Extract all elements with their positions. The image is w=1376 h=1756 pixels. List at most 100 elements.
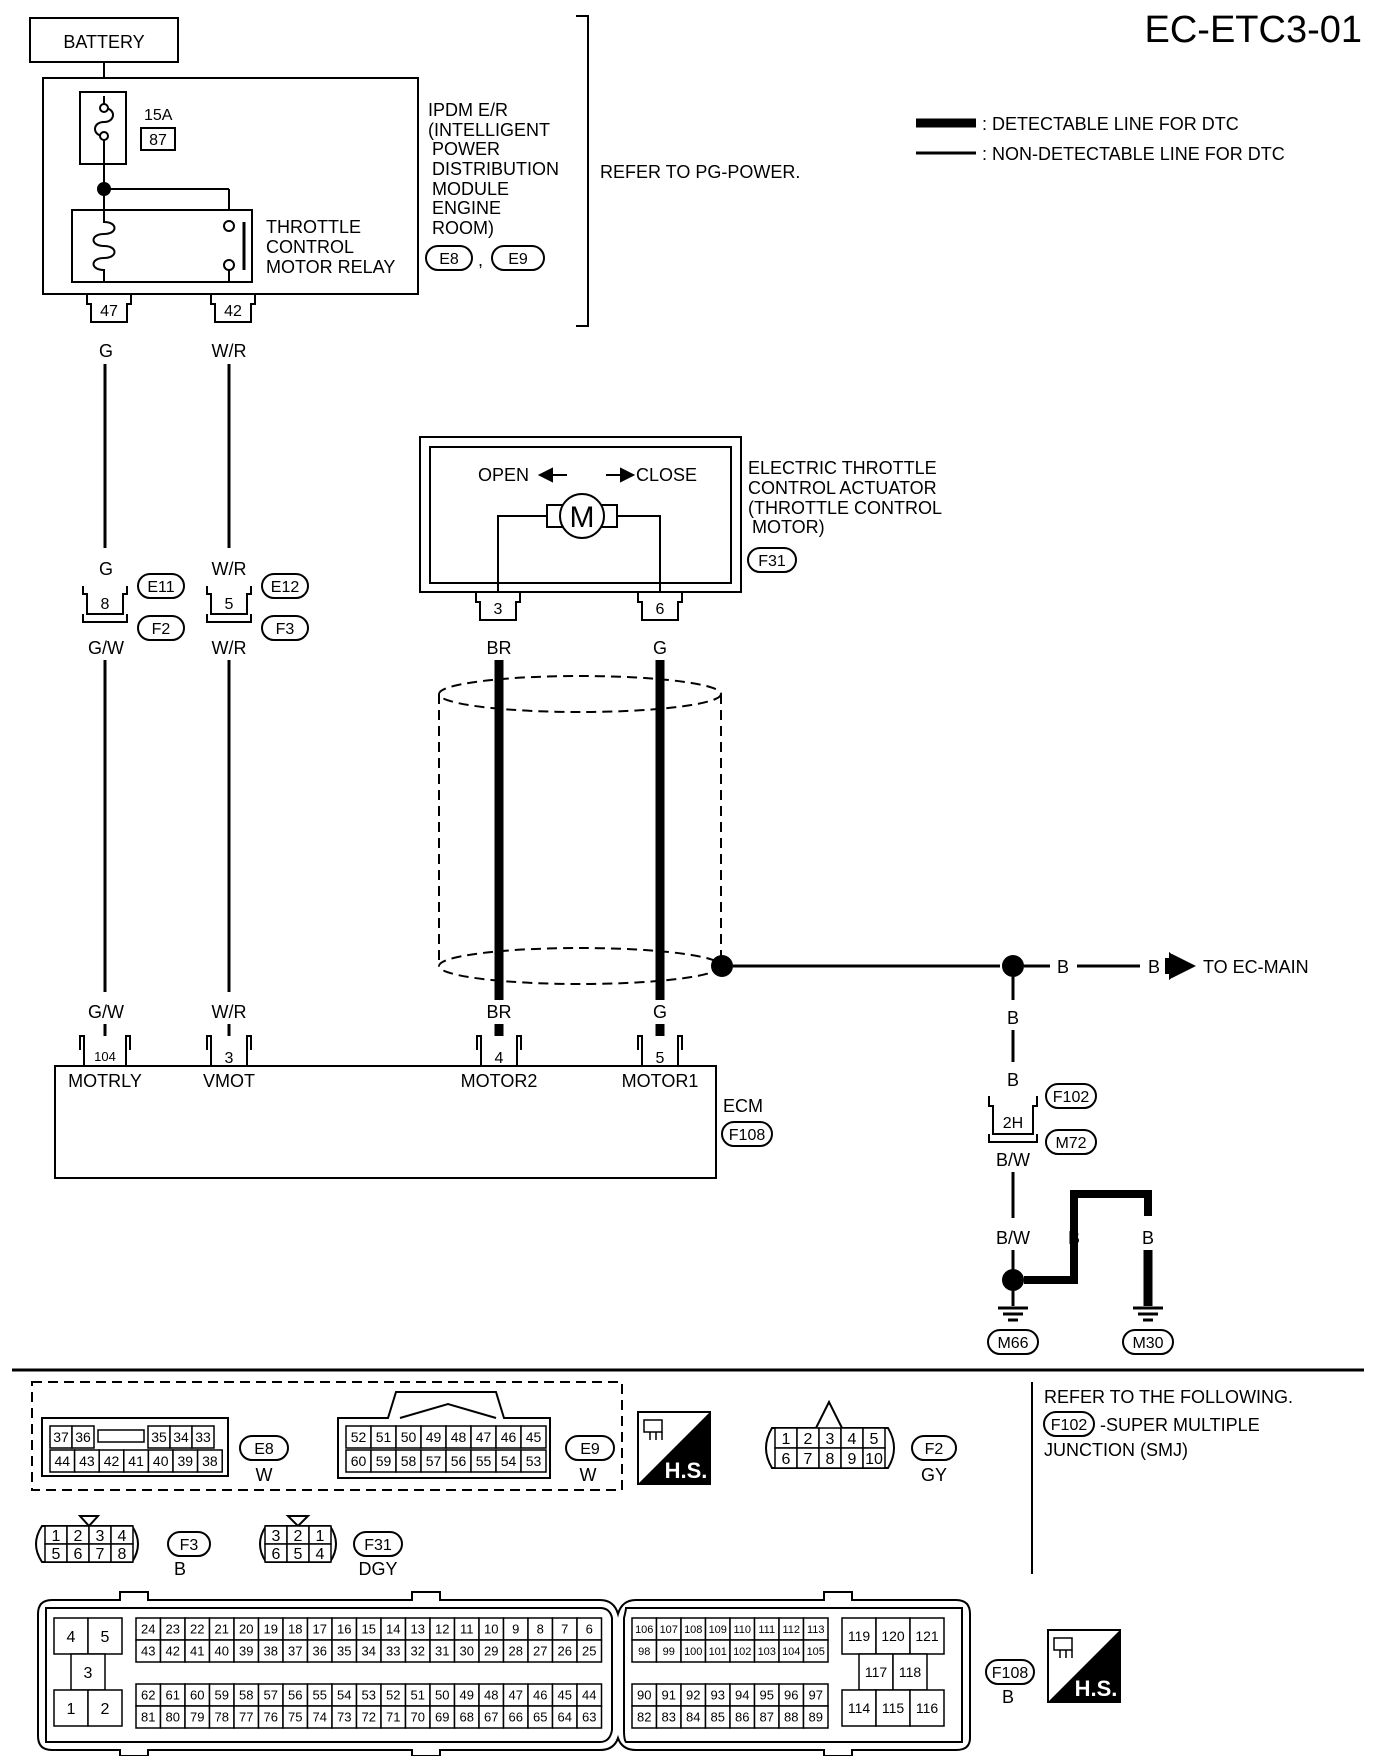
pin-number: 62 [141,1688,155,1703]
pin-number: 55 [476,1453,492,1469]
e9-color: W [580,1465,597,1485]
pin-cell [576,1705,603,1729]
smj-conn-f102: F102 [1053,1089,1090,1106]
pin-number: 7 [561,1622,568,1637]
pin-number: 45 [558,1688,572,1703]
pin-number: 78 [215,1710,229,1725]
actuator-pin-6: 6 [656,601,665,618]
pin-number: 111 [758,1624,775,1636]
pin-number: 48 [484,1688,498,1703]
pin-number: 63 [582,1710,596,1725]
pin-number: 36 [313,1644,327,1659]
pin-number: 10 [865,1451,883,1468]
pin-number: 116 [916,1700,939,1716]
wire-color-wr-mid: W/R [212,559,247,579]
wire-color-gw-bottom: G/W [88,1002,124,1022]
smj-pin-2h: 2H [1003,1115,1023,1132]
pin-number: 101 [709,1646,727,1658]
pin-number: 13 [411,1622,425,1637]
pin-number: 119 [848,1628,871,1644]
ipdm-label-6: ENGINE [432,198,501,218]
wire-color-g-top: G [99,341,113,361]
pin-number: 11 [460,1622,474,1637]
pin-number: 10 [484,1622,498,1637]
pin-number: 75 [288,1710,302,1725]
pin-number: 8 [537,1622,544,1637]
pin-number: 58 [239,1688,253,1703]
pin-number: 100 [684,1646,702,1658]
ground-m66: M66 [997,1335,1028,1352]
wire-color-bw-2: B/W [996,1228,1030,1248]
pin-number: 37 [288,1644,302,1659]
pin-number: 93 [711,1688,725,1703]
pin-number: 35 [151,1429,167,1445]
pin-number: 45 [526,1429,542,1445]
pin-number: 103 [758,1646,776,1658]
pin-number: 9 [512,1622,519,1637]
pin-number: 42 [166,1644,180,1659]
ground-m30: M30 [1132,1335,1163,1352]
pin-number: 2 [294,1528,303,1545]
shield-bottom [438,947,722,985]
pin-number: 46 [501,1429,517,1445]
ecm-pin-3: 3 [225,1050,234,1067]
pin-number: 1 [52,1528,61,1545]
pin-number: 85 [711,1710,725,1725]
wire-color-bw-1: B/W [996,1150,1030,1170]
ecm-pin-name-motor1: MOTOR1 [622,1071,699,1091]
pin-number: 88 [784,1710,798,1725]
ecm-box [54,1065,717,1179]
pin-number: 47 [509,1688,523,1703]
wire-color-br-bottom: BR [486,1002,511,1022]
pin-number: 105 [807,1646,825,1658]
pin-number: 41 [190,1644,204,1659]
pin-number: 4 [316,1546,325,1563]
pin-number: 31 [435,1644,449,1659]
pin-cell [87,1689,123,1727]
pin-number: 29 [484,1644,498,1659]
actuator-pin-3: 3 [494,601,503,618]
pin-number: 4 [118,1528,127,1545]
pin-number: 39 [178,1453,194,1469]
pin-cell [875,1689,911,1727]
e9-name: E9 [580,1441,600,1458]
ipdm-label-1: IPDM E/R [428,100,508,120]
actuator-conn-f31: F31 [758,553,786,570]
pin-number: 65 [533,1710,547,1725]
pin-number: 37 [53,1429,69,1445]
wire-color-b-5: B [1068,1228,1080,1248]
pin-number: 26 [558,1644,572,1659]
pin-number: 81 [141,1710,155,1725]
pin-number: 21 [215,1622,229,1637]
pin-number: 94 [735,1688,749,1703]
conn-f3: F3 [276,621,295,638]
refer-conn-f102: F102 [1051,1417,1088,1434]
wire-color-b-6: B [1142,1228,1154,1248]
wire-color-g-bottom: G [653,1002,667,1022]
pin-number: 27 [533,1644,547,1659]
f3-name: F3 [180,1537,199,1554]
pin-cell [841,1689,877,1727]
close-arrow-icon [606,467,636,483]
conn-e12: E12 [271,579,300,596]
pin-number: 67 [484,1710,498,1725]
actuator-label-4: MOTOR) [752,517,825,537]
pin-number: 117 [865,1664,888,1680]
pin-number: 95 [760,1688,774,1703]
pin-number: 9 [848,1451,857,1468]
pin-number: 41 [128,1453,144,1469]
pin-number: 48 [451,1429,467,1445]
pin-number: 1 [67,1701,76,1718]
pin-number: 112 [782,1624,800,1636]
pin-number: 17 [313,1622,327,1637]
ground-icon-m30 [1133,1306,1163,1322]
refer-pg-power: REFER TO PG-POWER. [600,162,800,182]
hs-badge-icon: H.S. [637,1411,711,1485]
pin-number: 5 [101,1629,110,1646]
relay-label-1: THROTTLE [266,217,361,237]
pin-number: 33 [195,1429,211,1445]
